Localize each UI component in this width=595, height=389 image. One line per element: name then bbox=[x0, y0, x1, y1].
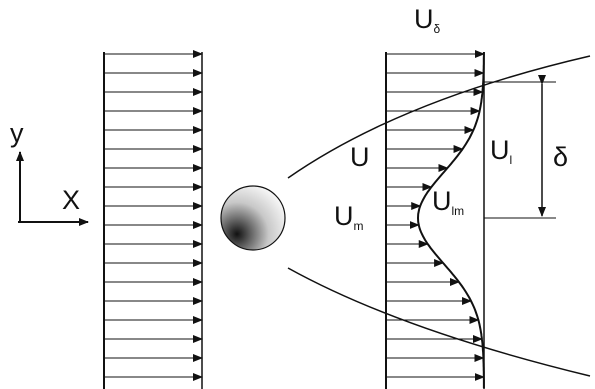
uniform-profile bbox=[103, 50, 203, 389]
u-lm-label: Ulm bbox=[432, 186, 464, 218]
sphere bbox=[220, 185, 286, 251]
lower-wake-boundary bbox=[287, 267, 591, 377]
u-label: U bbox=[350, 142, 370, 172]
u-m-label: Um bbox=[334, 201, 364, 233]
coordinate-axes: y X bbox=[10, 118, 89, 226]
upper-wake-boundary bbox=[287, 55, 591, 179]
wake-profile-arrows bbox=[386, 50, 485, 381]
wake-width-dimension: δ bbox=[484, 75, 568, 219]
delta-label: δ bbox=[553, 142, 568, 172]
u-l-label: Ul bbox=[490, 135, 512, 167]
u-delta-label: Uδ bbox=[414, 4, 441, 36]
x-axis-label: X bbox=[62, 185, 80, 215]
uniform-profile-arrows bbox=[104, 50, 203, 381]
wake-boundaries bbox=[287, 55, 591, 377]
wake-velocity-curve bbox=[416, 52, 485, 388]
velocity-labels: Uδ U Ul Um Ulm bbox=[334, 4, 512, 233]
sphere-body bbox=[220, 185, 286, 251]
y-axis-label: y bbox=[10, 118, 24, 148]
wake-profile bbox=[385, 50, 485, 389]
